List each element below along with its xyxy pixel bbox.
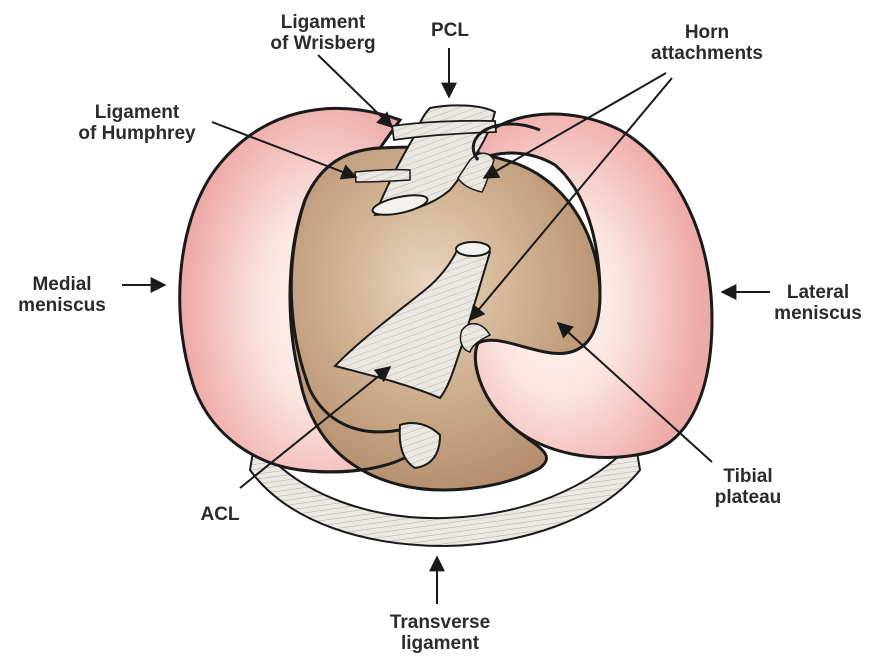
ligament-of-humphrey bbox=[355, 170, 410, 182]
label-pcl: PCL bbox=[418, 20, 482, 41]
acl-cut-end bbox=[456, 242, 490, 256]
label-acl: ACL bbox=[192, 504, 248, 525]
